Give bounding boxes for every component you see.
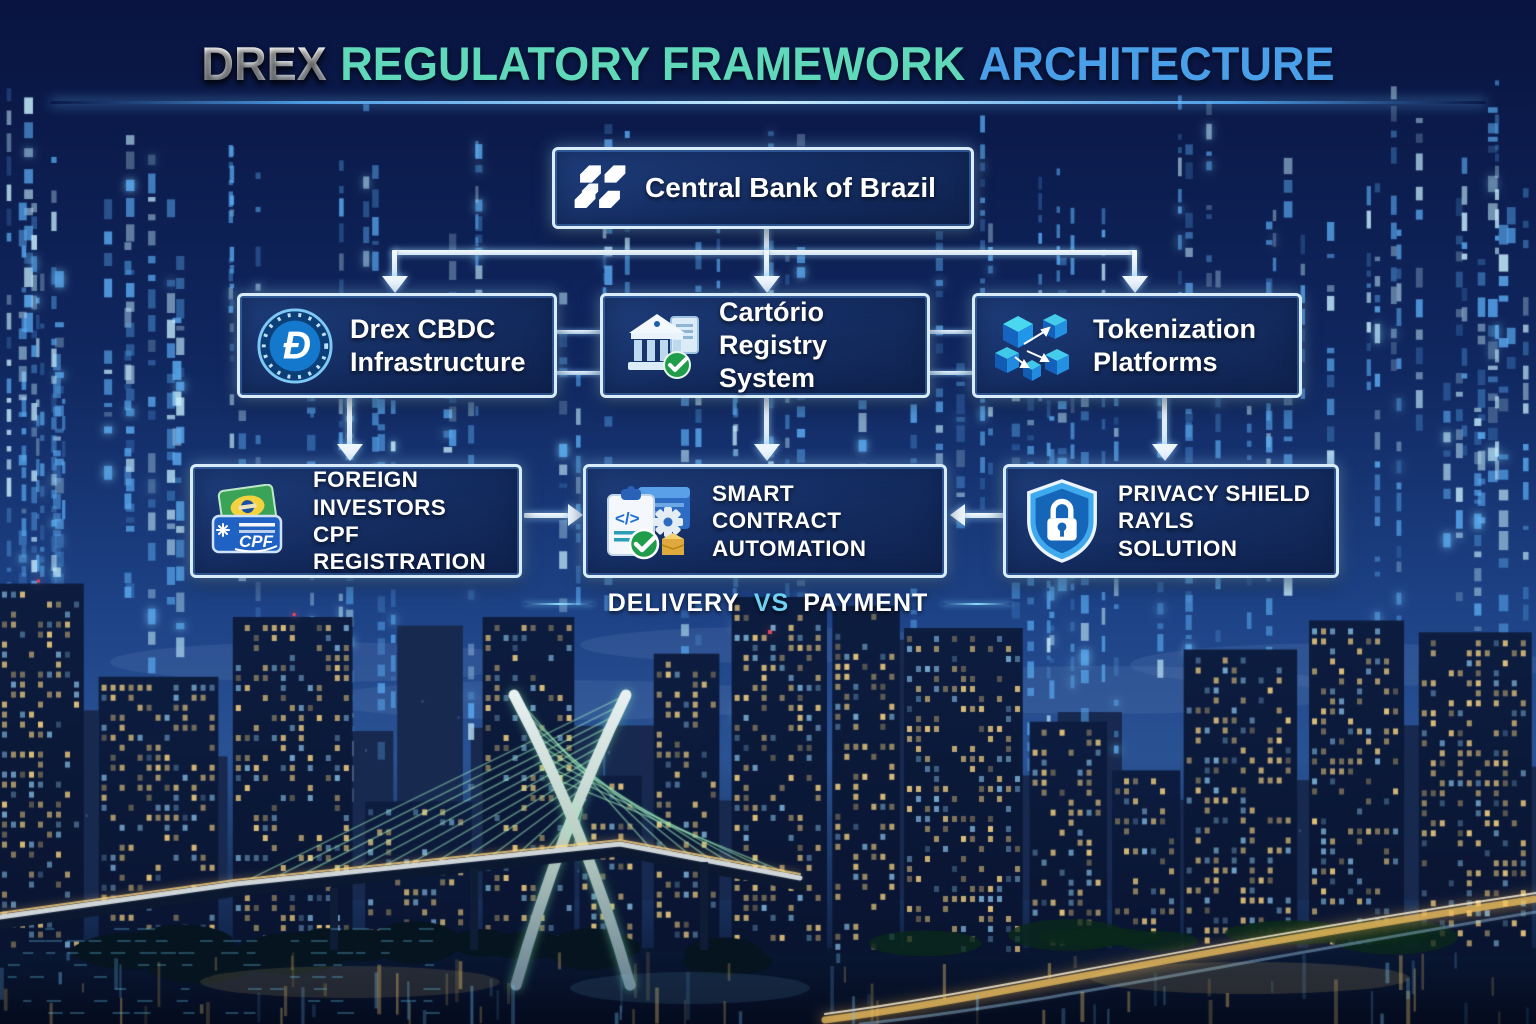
cartorio-line1: Cartório — [719, 297, 825, 328]
node-cartorio: Cartório Registry System — [600, 293, 930, 398]
connector-cb-stem — [764, 228, 769, 254]
title-regulatory: REGULATORY FRAMEWORK — [340, 37, 966, 90]
link-cartorio-token-bottom — [930, 371, 974, 375]
link-drex-cartorio-top — [557, 330, 603, 334]
connector-cartorio-to-smart — [764, 398, 769, 446]
connector-stem-right — [1132, 250, 1137, 278]
tokenization-line1: Tokenization — [1093, 313, 1257, 344]
drex-coin-icon: Ð — [256, 307, 334, 385]
cartorio-line2: Registry System — [719, 330, 828, 393]
foreign-investors-line2: CPF REGISTRATION — [313, 522, 487, 575]
cpf-card-text: CPF — [239, 532, 274, 551]
node-privacy-shield: PRIVACY SHIELD RAYLS SOLUTION — [1003, 464, 1339, 578]
connector-stem-left — [392, 250, 397, 278]
smart-contract-line2: AUTOMATION — [712, 535, 867, 561]
token-cubes-icon — [991, 307, 1077, 385]
arrow-down-left — [382, 276, 408, 293]
connector-drex-to-cpf — [347, 398, 352, 446]
foreign-investors-line1: FOREIGN INVESTORS — [313, 467, 447, 520]
svg-text:Ð: Ð — [283, 324, 311, 367]
node-central-bank: Central Bank of Brazil — [552, 147, 974, 229]
drex-cbdc-line1: Drex CBDC — [350, 313, 496, 344]
svg-text:</>: </> — [615, 509, 640, 528]
privacy-shield-line2: RAYLS SOLUTION — [1118, 508, 1238, 561]
arrow-cpf-to-smart — [568, 504, 583, 526]
drex-cbdc-line2: Infrastructure — [350, 346, 526, 377]
title-drex: DREX — [201, 37, 327, 90]
arrow-cartorio-to-smart — [754, 444, 780, 461]
connector-cpf-to-smart — [524, 513, 568, 518]
arrow-down-right — [1122, 276, 1148, 293]
shield-lock-icon — [1022, 478, 1102, 564]
dvp-payment: PAYMENT — [803, 589, 929, 617]
central-bank-logo-icon — [571, 163, 629, 213]
node-foreign-investors: CPF FOREIGN INVESTORS CPF REGISTRATION — [190, 464, 522, 578]
smart-contract-icon: </> — [602, 481, 696, 561]
dvp-delivery: DELIVERY — [607, 589, 740, 617]
connector-stem-center — [764, 250, 769, 278]
privacy-shield-line1: PRIVACY SHIELD — [1118, 480, 1311, 506]
connector-token-to-privacy — [1162, 398, 1167, 446]
link-cartorio-token-top — [930, 330, 974, 334]
dvp-right-line — [942, 602, 1013, 605]
link-drex-cartorio-bottom — [557, 371, 603, 375]
dvp-left-line — [523, 602, 594, 605]
title-architecture: ARCHITECTURE — [978, 37, 1335, 90]
cpf-card-icon: CPF — [209, 484, 297, 558]
node-tokenization: Tokenization Platforms — [972, 293, 1302, 398]
node-drex-cbdc: Ð Drex CBDC Infrastructure — [237, 293, 557, 398]
delivery-vs-payment-label: DELIVERY VS PAYMENT — [0, 589, 1536, 618]
node-smart-contract: </> SMART CONTRACT AUTOMATIO — [583, 464, 947, 578]
arrow-privacy-to-smart — [950, 504, 965, 526]
registry-building-icon — [619, 309, 703, 383]
tokenization-line2: Platforms — [1093, 346, 1218, 377]
arrow-drex-to-cpf — [337, 444, 363, 461]
connector-privacy-to-smart — [965, 513, 1005, 518]
arrow-token-to-privacy — [1152, 444, 1178, 461]
dvp-vs: VS — [753, 589, 790, 617]
central-bank-label: Central Bank of Brazil — [645, 172, 936, 203]
arrow-down-center — [754, 276, 780, 293]
title-underline — [50, 101, 1486, 104]
smart-contract-line1: SMART CONTRACT — [712, 480, 842, 534]
